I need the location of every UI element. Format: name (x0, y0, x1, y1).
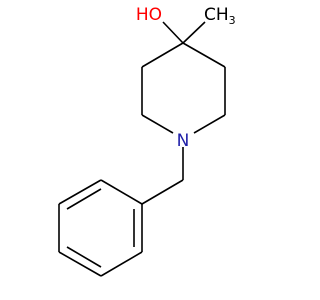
bond-ph-c1-c2 (100, 179, 143, 205)
methyl-label-subscript: 3 (229, 14, 236, 27)
bond-ch2-phenyl (141, 179, 184, 205)
bond-ph-inner-1 (66, 188, 102, 210)
bond-c4-methyl (182, 21, 206, 44)
bond-ph-c5-c6 (100, 251, 143, 277)
diagram-background (0, 0, 300, 300)
bond-ph-inner-2 (66, 246, 102, 268)
methyl-label: CH3 (204, 5, 236, 27)
bond-ph-c4-c5 (58, 251, 102, 277)
bond-c4-oh (162, 21, 184, 44)
hydroxyl-label: HO (136, 5, 162, 25)
bond-ph-c2-c3 (58, 179, 102, 205)
structure-diagram: HO CH3 N (0, 0, 300, 300)
bond-c2-n1 (141, 114, 174, 134)
bond-c6-n1 (193, 114, 226, 134)
nitrogen-label: N (177, 131, 190, 151)
bond-c4-c5 (182, 42, 226, 68)
methyl-label-main: CH (204, 5, 229, 25)
bond-c4-c3 (141, 42, 184, 68)
